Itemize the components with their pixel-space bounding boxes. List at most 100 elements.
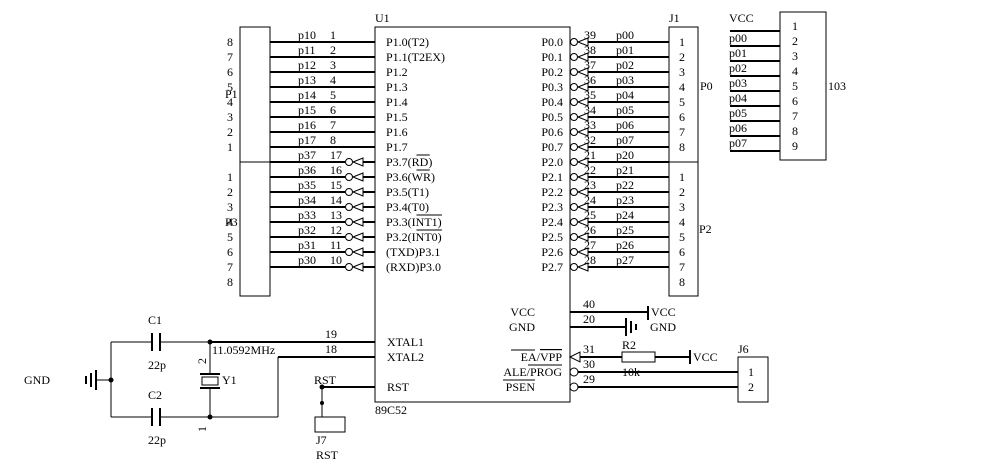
u1-pin-ea-overline: VPP <box>540 350 562 364</box>
reset-header: J7 RST <box>314 384 346 462</box>
r2-body <box>621 351 656 363</box>
u1-pin-39-bubble <box>570 38 578 46</box>
p2-pin-6: 6 <box>679 245 685 259</box>
u1-pin-6-net: p15 <box>298 103 316 117</box>
gnd-chip-symbol <box>625 318 637 336</box>
u1-pin-28-label: P2.7 <box>541 260 563 274</box>
p1-pin-2: 2 <box>227 125 233 139</box>
u1-pin-13-arrow <box>351 217 364 227</box>
j6-body <box>737 356 769 403</box>
u1-pin-12-net: p32 <box>298 223 316 237</box>
u1-pin-psen-label: PSEN <box>506 380 536 394</box>
u1-pin-3-label: P1.2 <box>386 65 408 79</box>
rp-net-p03: p03 <box>729 76 747 90</box>
u1-pin-37-num: 37 <box>584 58 596 72</box>
u1-pin-11-num: 11 <box>330 238 342 252</box>
u1-pin-34-label: P0.5 <box>541 110 563 124</box>
psen-bubble <box>569 382 579 392</box>
rp-pin-6: 6 <box>792 94 798 108</box>
c1-ref: C1 <box>148 313 162 327</box>
u1-pin-26-net: p25 <box>616 223 634 237</box>
rp-pin-4: 4 <box>792 64 798 78</box>
j1-pin-6: 6 <box>679 110 685 124</box>
gnd-left-label: GND <box>24 373 50 387</box>
u1-pin-37-net: p02 <box>616 58 634 72</box>
u1-pin-5-label: P1.4 <box>386 95 408 109</box>
y1-value: 11.0592MHz <box>212 343 275 357</box>
u1-pin-5-num: 5 <box>330 88 336 102</box>
u1-pin-1-label: P1.0(T2) <box>386 35 429 49</box>
u1-pin-1-num: 1 <box>330 28 336 42</box>
u1-ref: U1 <box>375 11 390 25</box>
u1-pin-33-net: p06 <box>616 118 634 132</box>
u1-body <box>374 26 571 403</box>
u1-pin-7-num: 7 <box>330 118 336 132</box>
u1-pin-4-net: p13 <box>298 73 316 87</box>
u1-pin-33-bubble <box>570 128 578 136</box>
u1-pin-10-net: p30 <box>298 253 316 267</box>
u1-pin-4-num: 4 <box>330 73 336 87</box>
u1-pin-17-bubble <box>345 158 353 166</box>
u1-pin-2-label: P1.1(T2EX) <box>386 50 445 64</box>
u1-pin-ea-label: EA/VPP <box>521 350 563 364</box>
rp-net-VCC: VCC <box>729 11 754 25</box>
u1-pin-21-label: P2.0 <box>541 155 563 169</box>
u1-pin-35-num: 35 <box>584 88 596 102</box>
u1-pin-23-bubble <box>570 188 578 196</box>
u1-pin-25-bubble <box>570 218 578 226</box>
u1-pin-15-label: P3.5(T1) <box>386 185 429 199</box>
u1-pin-32-bubble <box>570 143 578 151</box>
u1-pin-21-net: p20 <box>616 148 634 162</box>
c2-value: 22p <box>148 433 166 447</box>
ale-bubble <box>569 367 579 377</box>
p3-pin-5: 5 <box>227 230 233 244</box>
p2-pin-8: 8 <box>679 275 685 289</box>
u1-pin-35-label: P0.4 <box>541 95 563 109</box>
u1-pin-ale-label: ALE/PROG <box>503 365 562 379</box>
u1-pin-22-label: P2.1 <box>541 170 563 184</box>
rp-pin-1: 1 <box>792 19 798 33</box>
j1-ref: J1 <box>669 11 680 25</box>
u1-pin-21-num: 21 <box>584 148 596 162</box>
rp-net-p05: p05 <box>729 106 747 120</box>
u1-pin-25-num: 25 <box>584 208 596 222</box>
p3-body <box>239 161 271 297</box>
rp-net-p07: p07 <box>729 136 747 150</box>
p1-pin-1: 1 <box>227 140 233 154</box>
p3-pin-4: 4 <box>227 215 233 229</box>
j6-ref: J6 <box>738 342 749 356</box>
u1-pin-29-num: 29 <box>583 372 595 386</box>
u1-pin-15-arrow <box>351 187 364 197</box>
p3-ref: P3 <box>225 215 238 229</box>
u1-pin-38-net: p01 <box>616 43 634 57</box>
u1-pin-12-arrow <box>351 232 364 242</box>
u1-pin-22-num: 22 <box>584 163 596 177</box>
u1-pin-30-num: 30 <box>583 357 595 371</box>
u1-pin-16-bubble <box>345 173 353 181</box>
u1-pin-xtal2-label: XTAL2 <box>387 350 424 364</box>
u1-pin-33-num: 33 <box>584 118 596 132</box>
u1-pin-gnd-label: GND <box>509 320 535 334</box>
u1-pin-39-label: P0.0 <box>541 35 563 49</box>
u1-pin-21-bubble <box>570 158 578 166</box>
r2-vcc-label: VCC <box>693 350 718 364</box>
p2-body <box>668 161 699 297</box>
u1-pin-10-num: 10 <box>330 253 342 267</box>
u1-pin-36-num: 36 <box>584 73 596 87</box>
u1-pin-25-net: p24 <box>616 208 634 222</box>
ea-pin-arrow <box>568 351 581 363</box>
u1-pin-8-net: p17 <box>298 133 316 147</box>
u1-pin-27-num: 27 <box>584 238 596 252</box>
u1-pin-3-net: p12 <box>298 58 316 72</box>
u1-pin-4-label: P1.3 <box>386 80 408 94</box>
u1-pin-17-arrow <box>351 157 364 167</box>
p2-pin-5: 5 <box>679 230 685 244</box>
u1-pin-13-net: p33 <box>298 208 316 222</box>
y1-ref: Y1 <box>222 373 237 387</box>
u1-pin-40-num: 40 <box>583 297 595 311</box>
